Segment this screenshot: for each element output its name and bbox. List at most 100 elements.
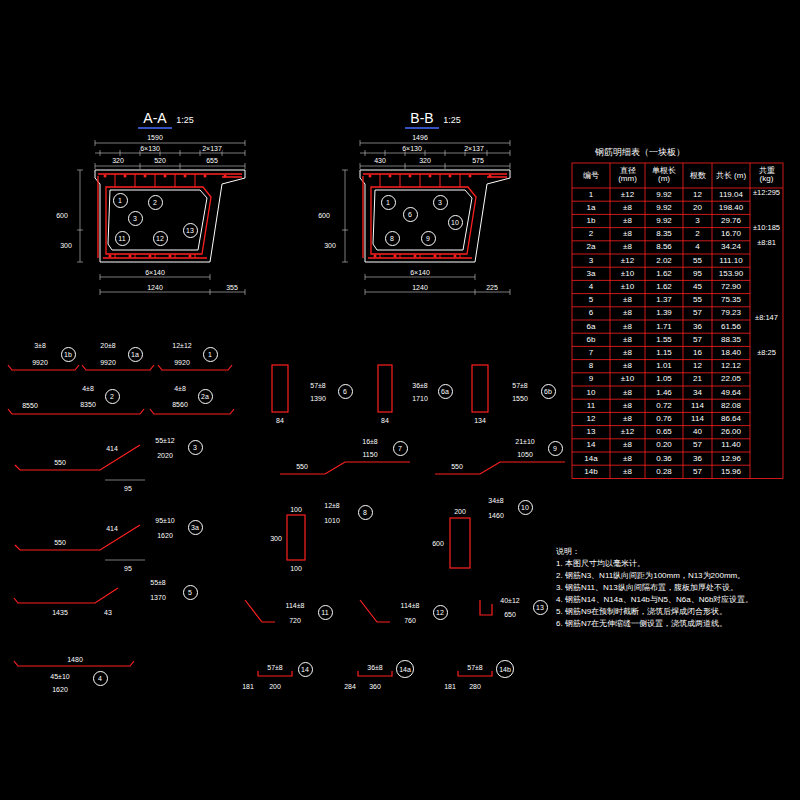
drawing-label: 414 — [106, 525, 118, 532]
table-cell: 86.64 — [721, 415, 741, 423]
note-line: 2. 钢筋N3、N11纵向间距为100mm，N13为200mm。 — [556, 570, 792, 582]
drawing-label: 550 — [54, 539, 66, 546]
drawing-label: 20±8 — [100, 342, 116, 349]
drawing-label: 181 — [242, 683, 254, 690]
table-cell: 95 — [693, 270, 702, 278]
table-cell: ±8 — [623, 204, 632, 212]
callout-circle: 1a — [128, 347, 143, 362]
drawing-label: 1620 — [52, 686, 68, 693]
table-cell: 0.72 — [656, 402, 672, 410]
table-cell: 14 — [587, 441, 596, 449]
drawing-label: 9920 — [100, 359, 116, 366]
table-cell: 45 — [693, 283, 702, 291]
table-cell: 6 — [589, 309, 593, 317]
table-cell: ±12 — [621, 428, 634, 436]
table-cell: ±8:147 — [755, 314, 778, 322]
callout-number: 3a — [191, 524, 199, 531]
callout-circle: 6a — [438, 384, 453, 399]
drawing-label: 360 — [369, 683, 381, 690]
callout-circle: 6 — [403, 207, 418, 222]
drawing-label: B-B — [410, 111, 433, 125]
table-cell: 119.04 — [719, 191, 743, 199]
table-cell: 0.65 — [656, 428, 672, 436]
table-cell: 1.39 — [656, 309, 672, 317]
table-cell: 57 — [693, 336, 702, 344]
callout-circle: 1 — [381, 195, 396, 210]
drawing-label: 650 — [504, 611, 516, 618]
callout-number: 1 — [208, 351, 212, 358]
table-cell: 根数 — [684, 171, 711, 180]
callout-number: 1 — [118, 197, 122, 204]
table-cell: 57 — [693, 441, 702, 449]
drawing-label: 1:25 — [443, 116, 461, 125]
drawing-label: 8350 — [80, 401, 96, 408]
table-cell: 114 — [691, 402, 704, 410]
table-cell: 9.92 — [656, 204, 672, 212]
drawing-label: 3±8 — [34, 342, 46, 349]
table-cell: 3a — [587, 270, 596, 278]
table-cell: 1.62 — [656, 283, 672, 291]
table-cell: 153.90 — [719, 270, 743, 278]
table-cell: 共长 (m) — [713, 171, 749, 180]
drawing-label: 1550 — [512, 395, 528, 402]
table-cell: 1.05 — [656, 375, 672, 383]
drawing-label: 95 — [124, 485, 132, 492]
drawing-label: 100 — [290, 565, 302, 572]
callout-number: 14a — [399, 666, 411, 673]
table-cell: ±10 — [621, 270, 634, 278]
drawing-label: 55±12 — [155, 437, 174, 444]
note-line: 4. 钢筋N14、N14a、N14b与N5、N6a、N6b对应设置。 — [556, 594, 792, 606]
callout-circle: 14a — [396, 660, 414, 678]
table-cell: 36 — [693, 455, 702, 463]
drawing-label: 34±8 — [488, 497, 504, 504]
table-cell: 7 — [589, 349, 593, 357]
table-cell: 198.40 — [719, 204, 743, 212]
table-cell: 40 — [693, 428, 702, 436]
callout-number: 5 — [188, 589, 192, 596]
table-cell: 共重 (kg) — [751, 167, 782, 185]
callout-circle: 7 — [393, 441, 408, 456]
callout-number: 7 — [398, 445, 402, 452]
drawing-label: 12±8 — [324, 502, 340, 509]
table-cell: 10 — [587, 389, 596, 397]
table-cell: 11.40 — [721, 441, 740, 449]
callout-circle: 2 — [105, 389, 120, 404]
drawing-label: 36±8 — [367, 664, 383, 671]
table-cell: 12.12 — [721, 362, 741, 370]
drawing-label: 550 — [451, 463, 463, 470]
table-cell: 55 — [693, 257, 702, 265]
drawing-label: 6×130 — [402, 145, 422, 152]
callout-circle: 1b — [61, 347, 76, 362]
table-cell: ±8 — [623, 323, 632, 331]
drawing-label: 8560 — [172, 401, 188, 408]
drawing-label: 720 — [289, 617, 301, 624]
drawing-label: 95±10 — [155, 517, 174, 524]
callout-number: 6 — [408, 211, 412, 218]
table-cell: 14b — [584, 468, 597, 476]
table-cell: ±8 — [623, 243, 632, 251]
table-cell: ±8 — [623, 455, 632, 463]
callout-number: 4 — [98, 675, 102, 682]
table-cell: 1.37 — [656, 296, 672, 304]
table-cell: 79.23 — [721, 309, 741, 317]
callout-number: 1b — [64, 351, 72, 358]
table-cell: 1.46 — [656, 389, 672, 397]
drawing-label: 550 — [296, 463, 308, 470]
table-cell: 61.56 — [721, 323, 741, 331]
drawing-label: 200 — [269, 683, 281, 690]
drawing-label: 84 — [276, 417, 284, 424]
table-cell: 4 — [695, 243, 699, 251]
note-line: 1. 本图尺寸均以毫米计。 — [556, 558, 792, 570]
callout-number: 6a — [441, 388, 449, 395]
table-cell: 3 — [695, 217, 699, 225]
callout-circle: 14 — [298, 662, 313, 677]
table-cell: 114 — [691, 415, 704, 423]
table-cell: ±8 — [623, 362, 632, 370]
drawing-label: 1010 — [324, 517, 340, 524]
drawing-label: 300 — [270, 535, 282, 542]
table-cell: 编号 — [573, 171, 609, 180]
table-cell: ±10 — [621, 375, 634, 383]
note-line: 5. 钢筋N9在预制时截断，浇筑后焊成闭合形状。 — [556, 606, 792, 618]
callout-number: 3 — [133, 215, 137, 222]
